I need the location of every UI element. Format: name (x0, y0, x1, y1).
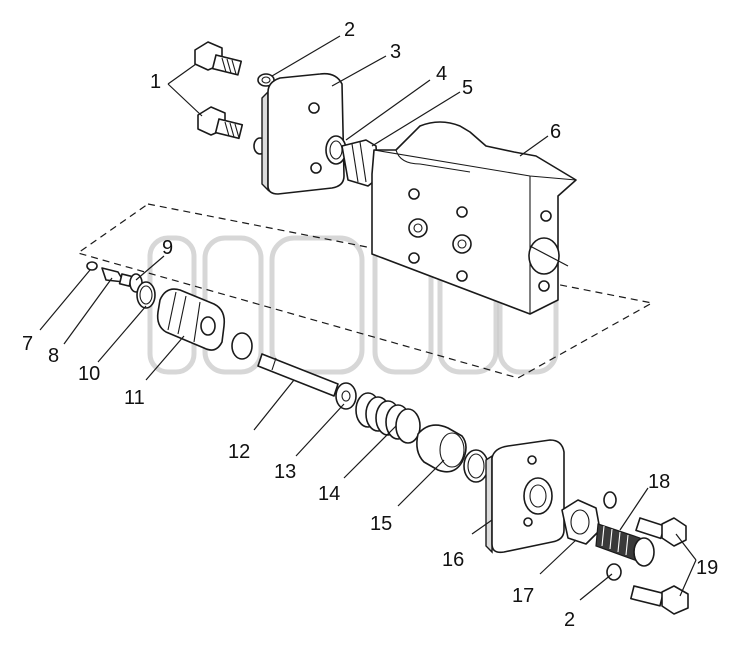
assembly-outline-dashed (76, 203, 654, 379)
callout-1: 1 (150, 71, 161, 93)
callout-17: 17 (512, 585, 534, 607)
spring-cap (416, 424, 489, 483)
callout-18: 18 (648, 471, 670, 493)
spool (257, 353, 339, 397)
end-plate-top (261, 72, 345, 195)
lock-washer-right-lower (606, 563, 622, 581)
callout-12: 12 (228, 441, 250, 463)
callout-10: 10 (78, 363, 100, 385)
callout-11: 11 (124, 387, 145, 409)
small-poppet (101, 267, 133, 287)
callout-2-top: 2 (344, 19, 355, 41)
callout-13: 13 (274, 461, 296, 483)
callout-2-bottom: 2 (564, 609, 575, 631)
o-ring-10 (136, 281, 156, 309)
end-cover-plate (485, 439, 565, 554)
hex-nut (561, 499, 601, 545)
small-washer (86, 261, 98, 271)
lock-washer-upper (257, 73, 275, 87)
callout-8: 8 (48, 345, 59, 367)
callout-14: 14 (318, 483, 340, 505)
bolt-upper (194, 41, 243, 76)
callout-9: 9 (162, 237, 173, 259)
callout-16: 16 (442, 549, 464, 571)
callout-15: 15 (370, 513, 392, 535)
valve-body (371, 121, 577, 315)
adjusting-screw (595, 523, 655, 567)
o-ring-small (325, 135, 347, 165)
spring-seat-washer (335, 382, 357, 410)
leader-lines (39, 35, 697, 601)
bolt-lower (197, 106, 244, 140)
callout-6: 6 (550, 121, 561, 143)
callout-7: 7 (22, 333, 33, 355)
callout-19: 19 (696, 557, 718, 579)
lock-washer-right-upper (603, 491, 617, 509)
callout-4: 4 (436, 63, 447, 85)
callout-3: 3 (390, 41, 401, 63)
callout-5: 5 (462, 77, 473, 99)
spring (355, 392, 421, 444)
bolt-right-lower (630, 585, 689, 615)
callout-labels: 1 2 3 4 5 6 7 8 9 10 11 12 13 14 15 16 1… (22, 19, 718, 631)
cartridge-body (156, 288, 253, 360)
